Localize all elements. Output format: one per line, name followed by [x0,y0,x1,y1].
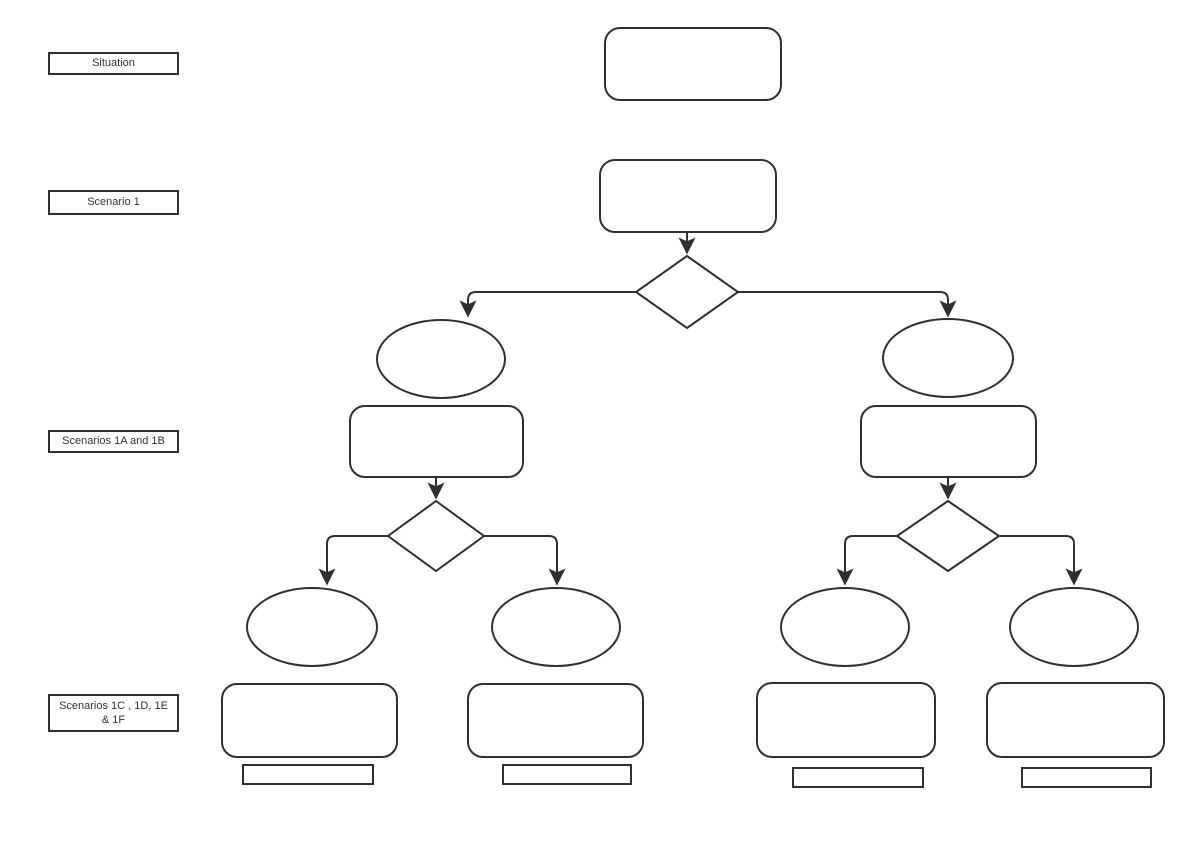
scenario-1f-node[interactable] [986,682,1165,758]
scenario-1a-node[interactable] [349,405,524,478]
scenario-1e-node[interactable] [756,682,936,758]
decision-1b-diamond[interactable] [895,499,1001,573]
decision-1a-diamond[interactable] [386,499,486,573]
value-1e-box[interactable] [792,767,924,788]
connector-decision1a-to-chance-1d [484,535,566,586]
row-label-scenarios-1c-1f-text: Scenarios 1C , 1D, 1E & 1F [59,699,168,726]
situation-node[interactable] [604,27,782,101]
row-label-scenario-1-text: Scenario 1 [87,196,140,209]
connector-decision1b-to-chance-1e [836,535,897,586]
connector-decision1-to-chance-1b [738,291,957,318]
row-label-scenarios-1a-1b[interactable]: Scenarios 1A and 1B [48,430,179,453]
chance-1c-ellipse[interactable] [246,587,378,667]
chance-1f-ellipse[interactable] [1009,587,1139,667]
row-label-scenarios-1c-1f[interactable]: Scenarios 1C , 1D, 1E & 1F [48,694,179,732]
value-1f-box[interactable] [1021,767,1152,788]
connector-decision1a-to-chance-1c [318,535,388,586]
row-label-scenario-1[interactable]: Scenario 1 [48,190,179,215]
chance-1d-ellipse[interactable] [491,587,621,667]
scenario-1c-node[interactable] [221,683,398,758]
scenario-1b-node[interactable] [860,405,1037,478]
chance-1b-ellipse[interactable] [882,318,1014,398]
connector-decision1-to-chance-1a [459,291,636,318]
scenario-1d-node[interactable] [467,683,644,758]
row-label-situation[interactable]: Situation [48,52,179,75]
row-label-scenarios-1a-1b-text: Scenarios 1A and 1B [62,435,165,448]
connector-decision1b-to-chance-1f [1000,535,1083,586]
value-1c-box[interactable] [242,764,374,785]
chance-1e-ellipse[interactable] [780,587,910,667]
chance-1a-ellipse[interactable] [376,319,506,399]
decision-1-diamond[interactable] [634,254,740,330]
row-label-situation-text: Situation [92,57,135,70]
scenario-1-node[interactable] [599,159,777,233]
value-1d-box[interactable] [502,764,632,785]
